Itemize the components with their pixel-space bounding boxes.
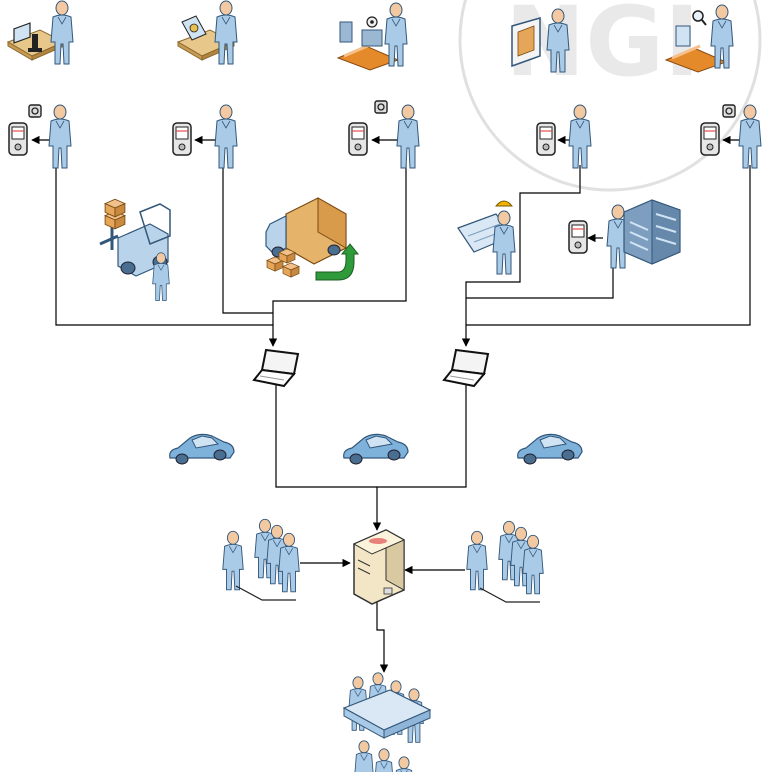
camera-tag-icon <box>28 104 42 118</box>
handheld-scanner-icon <box>348 122 368 156</box>
connector-server-rack <box>466 262 614 299</box>
operator-person-icon <box>738 104 762 169</box>
operator-1 <box>8 104 72 169</box>
microscope-icon <box>28 34 42 52</box>
operator-4 <box>536 104 592 169</box>
station-microscope <box>7 0 74 65</box>
connector-operator-1 <box>55 165 278 347</box>
green-arrow-icon <box>315 243 360 281</box>
operator-2 <box>172 104 238 169</box>
user-group-left <box>222 518 300 601</box>
server-rack-operator <box>568 199 681 269</box>
central-server <box>352 529 406 605</box>
connector-operator-5 <box>466 165 751 326</box>
operator-5 <box>700 104 762 169</box>
connector-operator-3 <box>272 165 407 325</box>
operator-person-icon <box>568 104 592 169</box>
operator-person-icon <box>396 104 420 169</box>
car-3 <box>517 433 583 465</box>
handheld-scanner-icon <box>700 122 720 156</box>
operator-person-icon <box>214 104 238 169</box>
operator-person-icon <box>48 104 72 169</box>
car-1 <box>169 433 235 465</box>
conference-meeting <box>342 672 432 772</box>
gear-icon <box>366 16 378 28</box>
camera-tag-icon <box>374 100 388 114</box>
connector-to-meeting <box>376 600 389 673</box>
delivery-truck-icon <box>265 197 347 265</box>
forklift <box>99 198 171 301</box>
handheld-scanner-icon <box>8 122 28 156</box>
handheld-scanner-icon <box>536 122 556 156</box>
laptop-left <box>253 349 299 387</box>
user-group-right <box>466 520 544 603</box>
hardhat-icon <box>494 200 514 207</box>
connector-laptop-right <box>377 382 467 488</box>
connector-operator-4 <box>461 165 581 347</box>
delivery-truck <box>265 197 360 281</box>
handheld-scanner-icon <box>172 122 192 156</box>
connector-lines <box>31 135 751 673</box>
station-pcb-desk <box>177 0 238 65</box>
laptop-right <box>443 349 489 387</box>
connector-laptop-left <box>275 382 382 531</box>
handheld-scanner-icon <box>568 220 588 254</box>
server-icon <box>352 529 406 605</box>
connector-operator-2 <box>222 165 273 314</box>
camera-tag-icon <box>722 104 736 118</box>
engineer-blueprint <box>457 200 516 275</box>
station-presentation-board <box>511 8 570 73</box>
car-2 <box>343 433 409 465</box>
operator-3 <box>348 100 420 169</box>
station-assembly-line <box>336 2 408 72</box>
server-rack-icon <box>623 199 681 265</box>
conference-meeting-icon <box>342 672 432 772</box>
circuit-board-icon <box>189 23 199 33</box>
magnifier-icon <box>692 10 707 26</box>
station-inspection <box>664 4 734 74</box>
